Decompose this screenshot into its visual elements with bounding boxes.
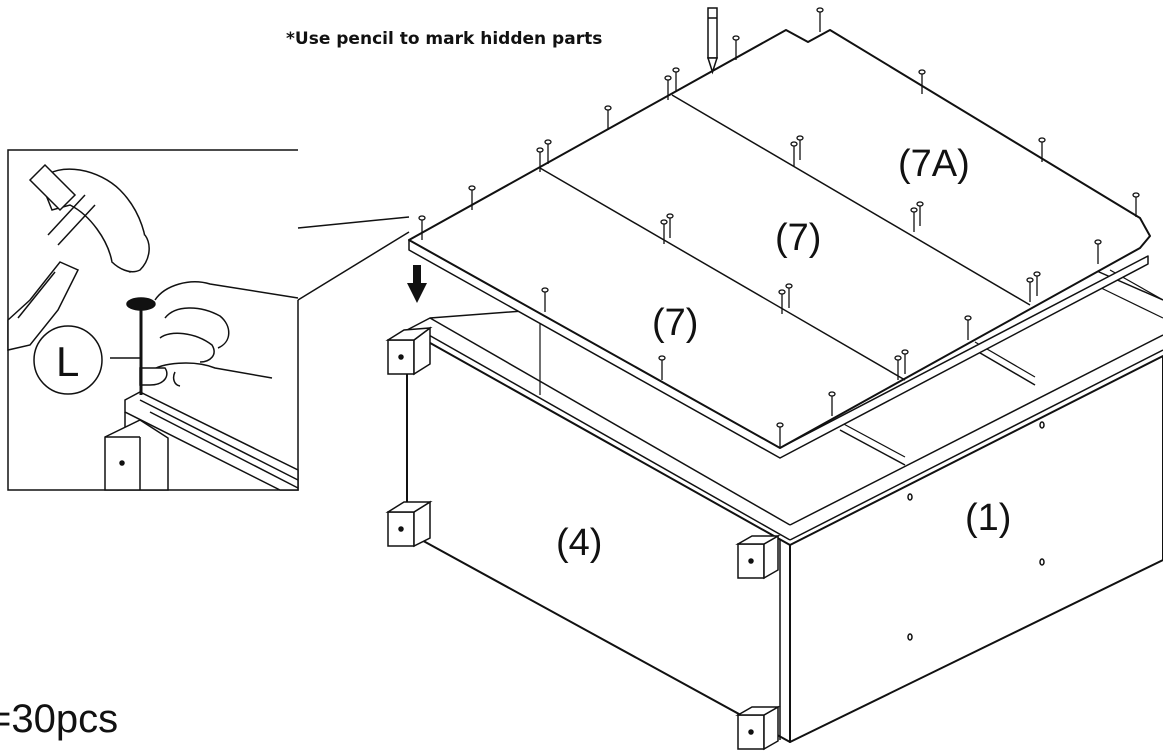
nail-callout-label: L [56, 338, 79, 385]
nail [732, 35, 740, 60]
corner-block [385, 500, 433, 548]
nail-icon [110, 297, 156, 395]
part-label-7-middle: (7) [775, 217, 821, 259]
hand-icon [139, 281, 299, 387]
nail [776, 422, 784, 447]
corner-block [735, 534, 781, 580]
part-label-1: (1) [965, 497, 1011, 539]
nail [544, 139, 552, 164]
nail [672, 67, 680, 92]
nail [785, 283, 793, 308]
nail [910, 207, 918, 232]
nail [541, 287, 549, 312]
nail [894, 355, 902, 380]
nail-quantity: =30pcs [0, 697, 118, 741]
nail [778, 289, 786, 314]
nail [828, 391, 836, 416]
pencil-icon [706, 7, 719, 75]
part-label-7a: (7A) [898, 143, 970, 185]
nail [666, 213, 674, 238]
nail [1094, 239, 1102, 264]
nail [796, 135, 804, 160]
hammer-icon [7, 163, 150, 351]
down-arrow-icon [407, 265, 427, 303]
nail [468, 185, 476, 210]
nail [918, 69, 926, 94]
corner-block [735, 705, 781, 751]
panel-1-face [789, 355, 1163, 743]
nail [664, 75, 672, 100]
nail [1038, 137, 1046, 162]
nail [658, 355, 666, 380]
nail [536, 147, 544, 172]
screw-holes [907, 421, 1045, 641]
nail [964, 315, 972, 340]
nails [418, 7, 1140, 447]
nail [790, 141, 798, 166]
corner-blocks [385, 326, 781, 751]
part-label-7-front: (7) [652, 302, 698, 344]
nail [418, 215, 426, 240]
nail [916, 201, 924, 226]
nail [1132, 192, 1140, 217]
pencil-note: *Use pencil to mark hidden parts [286, 29, 602, 49]
detail-cabinet-edge [104, 391, 299, 491]
nail [1033, 271, 1041, 296]
corner-block [385, 326, 433, 376]
top-panel-face [408, 29, 1151, 449]
detail-inset [7, 149, 410, 491]
nail [604, 105, 612, 130]
nail [660, 219, 668, 244]
part-label-4: (4) [556, 522, 602, 564]
nail [1026, 277, 1034, 302]
nail [816, 7, 824, 32]
top-panels [408, 29, 1151, 459]
nail [901, 349, 909, 374]
nail-callout-circle [33, 325, 103, 395]
